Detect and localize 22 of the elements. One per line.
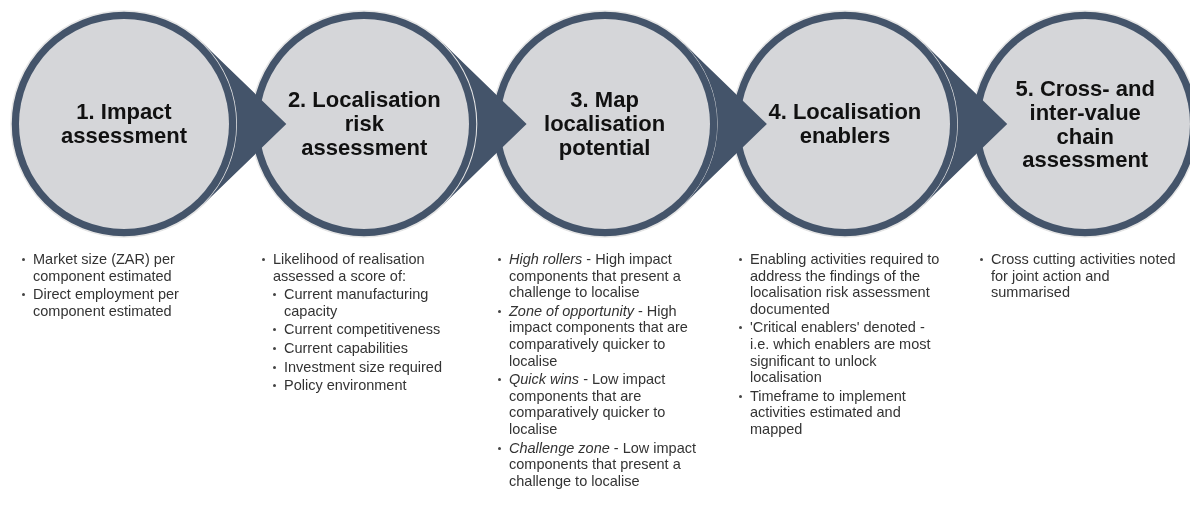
bullet-text: Zone of opportunity - High impact components that are comparatively quicker to localise [509, 302, 689, 370]
bullet-text: Timeframe to implement activities estimated and mapped [750, 387, 907, 438]
chevron-arrow [443, 42, 527, 206]
bullet-text: High rollers - High impact components that present a challenge to localise [509, 251, 682, 301]
bullet-text: Market size (ZAR) per component estimated [33, 251, 176, 285]
bullet-text: Current capabilities [284, 339, 409, 357]
bullet-text: Direct employment per component estimated [33, 286, 180, 320]
bullet-text: Quick wins - Low impact components that are comparatively quicker to localise [509, 371, 667, 438]
step-title: 1. Impact assessment [60, 100, 188, 148]
step-title: 4. Localisation enablers [767, 100, 923, 148]
step-title: 2. Localisation risk assessment [286, 88, 442, 160]
bullet-text: Current competitiveness [284, 321, 441, 338]
bullet-text: Current manufacturing capacity [284, 286, 430, 320]
bullet-text: Challenge zone - Low impact components that present a challenge to localise [509, 439, 697, 490]
bullet-text: Policy environment [284, 377, 407, 394]
bullet-text: Likelihood of realisation assessed a score of: [273, 251, 426, 285]
bullet-text: Enabling activities required to address the findings of the localisation risk assessment documented [750, 251, 941, 318]
bullet-text: Investment size required [284, 358, 442, 376]
step-title: 5. Cross- and inter-value chain assessment [1014, 76, 1156, 172]
step-title: 3. Map localisation potential [543, 88, 667, 160]
bullet-text: Cross cutting activities noted for joint action and summarised [991, 251, 1177, 301]
bullet-text: 'Critical enablers' denoted - i.e. which enablers are most significant to unlock localisation [750, 319, 932, 386]
